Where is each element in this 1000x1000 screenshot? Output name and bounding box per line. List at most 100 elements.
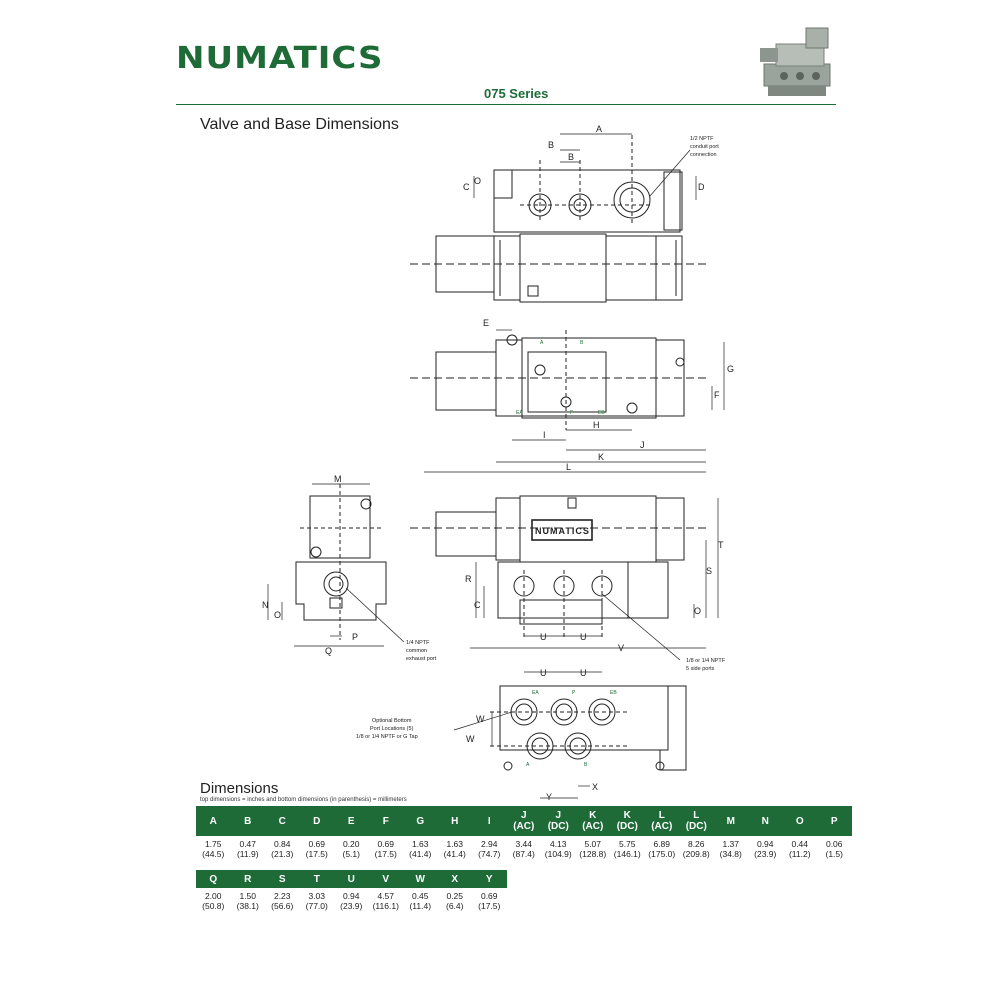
port-label-eb: EB bbox=[598, 410, 605, 416]
inch-value: 8.26 bbox=[687, 839, 705, 849]
table-header-cell: T bbox=[313, 873, 320, 885]
table-cell: 0.20(5.1) bbox=[334, 836, 369, 859]
table-header-cell: L (DC) bbox=[685, 810, 707, 832]
side-ports-note-2: 5 side ports bbox=[686, 666, 715, 672]
mm-value: (6.4) bbox=[446, 901, 464, 911]
table-cell: 4.57(116.1) bbox=[369, 888, 404, 911]
bottom-ports-note-3: 1/8 or 1/4 NPTF or G Tap bbox=[356, 734, 418, 740]
mm-value: (56.6) bbox=[271, 901, 294, 911]
dimension-lines bbox=[267, 133, 725, 799]
table-header-cell: F bbox=[382, 815, 389, 827]
dim-label-o: O bbox=[474, 176, 481, 186]
inch-value: 0.20 bbox=[342, 839, 360, 849]
dimensions-title: Dimensions bbox=[200, 780, 279, 797]
dim-label-c: C bbox=[463, 182, 470, 192]
bottom-view bbox=[490, 685, 687, 771]
inch-value: 0.69 bbox=[308, 839, 326, 849]
inch-value: 0.44 bbox=[791, 839, 809, 849]
dim-label-p: P bbox=[352, 632, 358, 642]
series-label: 075 Series bbox=[484, 86, 549, 101]
table-cell: 2.94(74.7) bbox=[472, 836, 507, 859]
dim-label-i: I bbox=[543, 430, 546, 440]
table-cell: 0.69(17.5) bbox=[472, 888, 507, 911]
inch-value: 0.69 bbox=[377, 839, 395, 849]
table-header-cell: U bbox=[347, 873, 355, 885]
mm-value: (11.4) bbox=[409, 901, 432, 911]
table-header-cell: I bbox=[487, 815, 491, 827]
table-cell: 0.69(17.5) bbox=[300, 836, 335, 859]
table-cell: 2.23(56.6) bbox=[265, 888, 300, 911]
dim-label-b: B bbox=[568, 152, 574, 162]
exhaust-note-3: exhaust port bbox=[406, 656, 437, 662]
table-cell: 2.00(50.8) bbox=[196, 888, 231, 911]
dim-label-e: E bbox=[483, 318, 489, 328]
table-cell: 5.75(146.1) bbox=[610, 836, 645, 859]
callout-notes: 1/2 NPTF conduit port connection 1/4 NPT… bbox=[356, 136, 726, 740]
mm-value: (23.9) bbox=[340, 901, 363, 911]
inch-value: 1.50 bbox=[239, 891, 257, 901]
dimensions-subtitle: top dimensions = inches and bottom dimen… bbox=[200, 797, 407, 803]
table-cell: 0.06(1.5) bbox=[817, 836, 852, 859]
mm-value: (175.0) bbox=[648, 849, 676, 859]
table-cell: 3.03(77.0) bbox=[300, 888, 335, 911]
port-label-p: P bbox=[570, 410, 574, 416]
table-header-cell: V bbox=[382, 873, 390, 885]
dim-label-k: K bbox=[598, 452, 604, 462]
table-header-cell: K (DC) bbox=[616, 810, 638, 832]
table-header-cell: J (AC) bbox=[513, 810, 535, 832]
side-ports-note-1: 1/8 or 1/4 NPTF bbox=[686, 658, 726, 664]
mm-value: (41.4) bbox=[409, 849, 432, 859]
dim-label-u: U bbox=[580, 632, 587, 642]
mm-value: (128.8) bbox=[579, 849, 607, 859]
table-row: 1.75(44.5)0.47(11.9)0.84(21.3)0.69(17.5)… bbox=[196, 836, 852, 859]
dim-label-j: J bbox=[640, 440, 645, 450]
table-row: 2.00(50.8)1.50(38.1)2.23(56.6)3.03(77.0)… bbox=[196, 888, 507, 911]
dim-label-w: W bbox=[466, 734, 475, 744]
table-cell: 1.50(38.1) bbox=[231, 888, 266, 911]
table-header-cell: H bbox=[451, 815, 459, 827]
body-label: NUMATICS bbox=[535, 526, 590, 536]
dim-label-r: R bbox=[465, 574, 472, 584]
table-cell: 0.84(21.3) bbox=[265, 836, 300, 859]
table-header-cell: K (AC) bbox=[582, 810, 604, 832]
inch-value: 2.23 bbox=[273, 891, 291, 901]
registered-mark: ® bbox=[362, 46, 369, 56]
end-view bbox=[295, 484, 387, 640]
exhaust-note-1: 1/4 NPTF bbox=[406, 640, 430, 646]
inch-value: 0.94 bbox=[756, 839, 774, 849]
table-cell: 0.44(11.2) bbox=[783, 836, 818, 859]
exhaust-note-2: common bbox=[406, 648, 427, 654]
mm-value: (209.8) bbox=[682, 849, 710, 859]
table-cell: 0.69(17.5) bbox=[369, 836, 404, 859]
table-header-cell: B bbox=[244, 815, 252, 827]
port-label-a: A bbox=[526, 762, 530, 768]
dim-label-v: V bbox=[618, 643, 624, 653]
table-header-cell: C bbox=[278, 815, 286, 827]
mm-value: (104.9) bbox=[544, 849, 572, 859]
port-label-eb: EB bbox=[610, 690, 617, 696]
inch-value: 2.00 bbox=[204, 891, 222, 901]
table-header-cell: E bbox=[347, 815, 355, 827]
table-header-cell: L (AC) bbox=[651, 810, 673, 832]
dim-label-n: N bbox=[262, 600, 269, 610]
table-header-cell: P bbox=[830, 815, 838, 827]
mm-value: (38.1) bbox=[236, 901, 259, 911]
table-header-cell: S bbox=[278, 873, 286, 885]
table-cell: 3.44(87.4) bbox=[507, 836, 542, 859]
table-header-cell: W bbox=[415, 873, 425, 885]
table-header-cell: X bbox=[451, 873, 459, 885]
table-header-cell: Y bbox=[485, 873, 493, 885]
conduit-note-1: 1/2 NPTF bbox=[690, 136, 714, 142]
inch-value: 1.63 bbox=[411, 839, 429, 849]
conduit-note-2: conduit port bbox=[690, 144, 719, 150]
inch-value: 3.44 bbox=[515, 839, 533, 849]
dimension-drawing: A B B O C D E G F H I J K L M T S R C O … bbox=[262, 124, 734, 800]
table-cell: 6.89(175.0) bbox=[645, 836, 680, 859]
port-labels: A B EA P EB EA P EB A B bbox=[516, 340, 617, 768]
table-cell: 0.47(11.9) bbox=[231, 836, 266, 859]
port-label-ea: EA bbox=[516, 410, 523, 416]
section-title: Valve and Base Dimensions bbox=[200, 116, 399, 133]
table-cell: 0.94(23.9) bbox=[334, 888, 369, 911]
